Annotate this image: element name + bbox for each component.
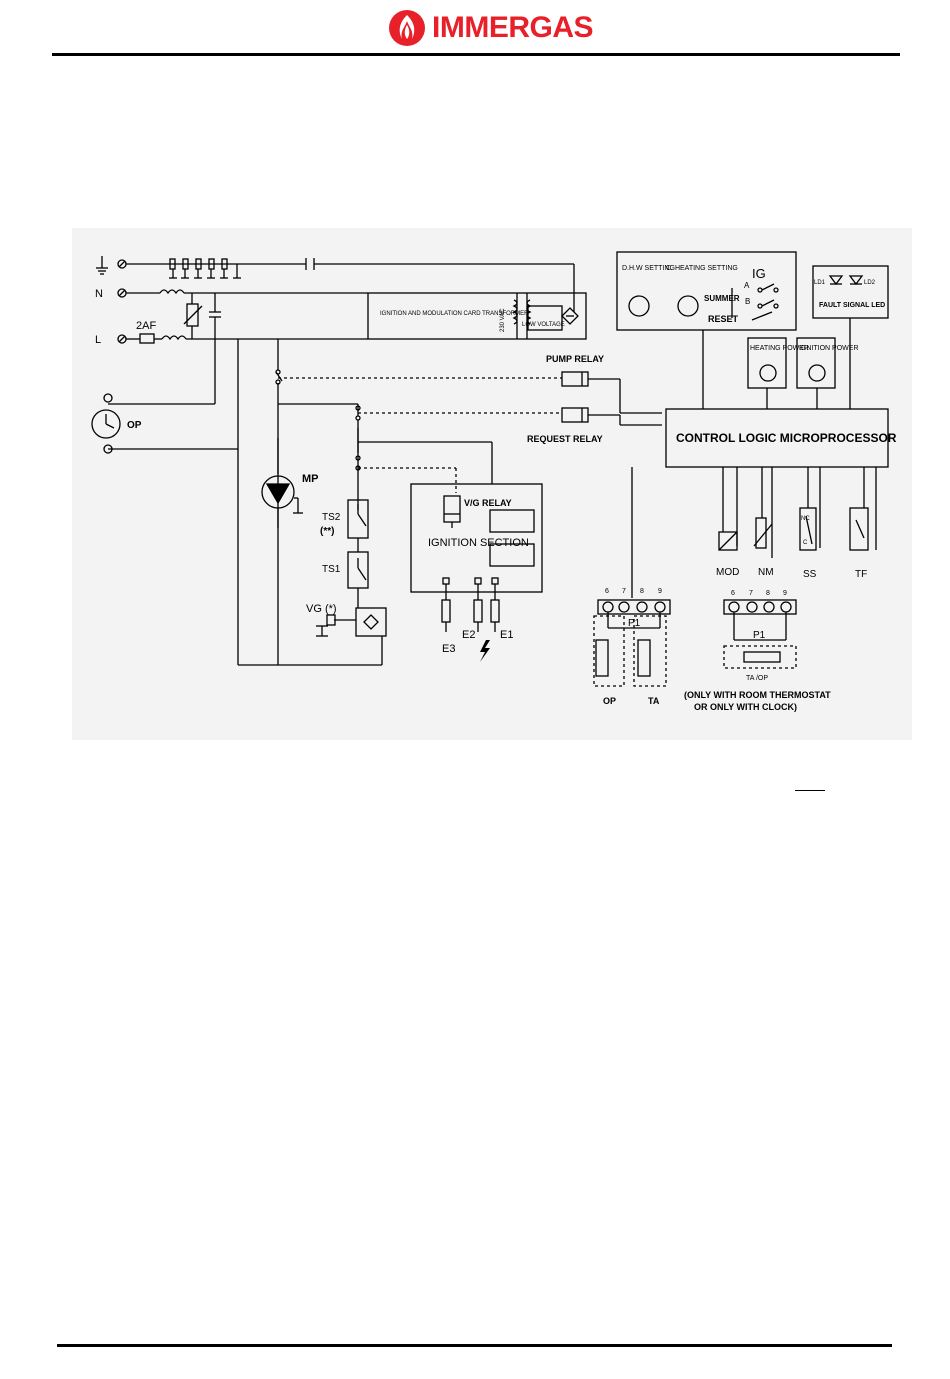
pump-relay-label: PUMP RELAY <box>546 354 604 364</box>
summer-label: SUMMER <box>704 294 740 303</box>
bottom-op-label: OP <box>603 696 616 706</box>
transformer-title: IGNITION AND MODULATION CARD TRANSFORMER <box>380 311 529 317</box>
flame-logo-icon <box>389 10 425 46</box>
cpu-label: CONTROL LOGIC MICROPROCESSOR <box>676 431 897 445</box>
terminal-9a: 9 <box>658 588 662 595</box>
ld2-label: LD2 <box>864 280 876 286</box>
bottom-rule <box>57 1344 892 1347</box>
neutral-label: N <box>95 288 103 300</box>
nc-label: NC <box>801 516 810 522</box>
taop-label: TA /OP <box>746 675 768 682</box>
ss-label: SS <box>803 569 817 580</box>
heating-label: C. HEATING SETTING <box>666 265 738 272</box>
bottom-ta-label: TA <box>648 696 660 706</box>
p1-label-a: P1 <box>628 618 641 629</box>
line-label: L <box>95 334 101 346</box>
terminal-6a: 6 <box>605 588 609 595</box>
heating-power-label: HEATING POWER <box>750 345 809 352</box>
reset-label: RESET <box>708 314 739 324</box>
clock-op-label: OP <box>127 420 142 431</box>
p1-label-b: P1 <box>753 630 766 641</box>
wiring-diagram: N L 2AF OP IGNITION AND MODULATION CARD … <box>72 228 912 740</box>
ts1-label: TS1 <box>322 564 341 575</box>
c-label: C <box>803 540 808 546</box>
low-voltage-label: LOW VOLTAGE <box>522 322 565 328</box>
ignition-power-label: IGNITION POWER <box>799 345 859 352</box>
e3-label: E3 <box>442 643 455 655</box>
b-label: B <box>745 297 750 306</box>
ts2-label: TS2 <box>322 512 341 523</box>
note-underline <box>795 790 825 791</box>
brand-name: IMMERGAS <box>432 11 594 44</box>
terminal-8a: 8 <box>640 588 644 595</box>
vg-label: VG (*) <box>306 603 337 615</box>
e1-label: E1 <box>500 629 513 641</box>
e2-label: E2 <box>462 629 475 641</box>
terminal-6b: 6 <box>731 590 735 597</box>
ig-label: IG <box>752 266 766 281</box>
note-line2: OR ONLY WITH CLOCK) <box>694 702 797 712</box>
mod-label: MOD <box>716 567 739 578</box>
fuse-label: 2AF <box>136 320 156 332</box>
note-line1: (ONLY WITH ROOM THERMOSTAT <box>684 690 831 700</box>
terminal-8b: 8 <box>766 590 770 597</box>
nm-label: NM <box>758 567 774 578</box>
terminal-7a: 7 <box>622 588 626 595</box>
tf-label: TF <box>855 569 867 580</box>
ts2-note: (**) <box>320 526 334 537</box>
ld1-label: LD1 <box>814 280 826 286</box>
lightning-icon <box>480 640 490 662</box>
top-rule <box>52 53 900 56</box>
transformer-voltage: 230 VAC <box>500 308 506 332</box>
dhw-label: D.H.W SETTING <box>622 265 675 272</box>
vg-relay-label: V/G RELAY <box>464 498 512 508</box>
ignition-section-label: IGNITION SECTION <box>428 537 529 549</box>
pump-mp-label: MP <box>302 473 319 485</box>
terminal-9b: 9 <box>783 590 787 597</box>
fault-led-label: FAULT SIGNAL LED <box>819 302 885 309</box>
request-relay-label: REQUEST RELAY <box>527 434 603 444</box>
a-label: A <box>744 281 750 290</box>
immergas-logo: IMMERGAS <box>388 8 594 48</box>
terminal-7b: 7 <box>749 590 753 597</box>
